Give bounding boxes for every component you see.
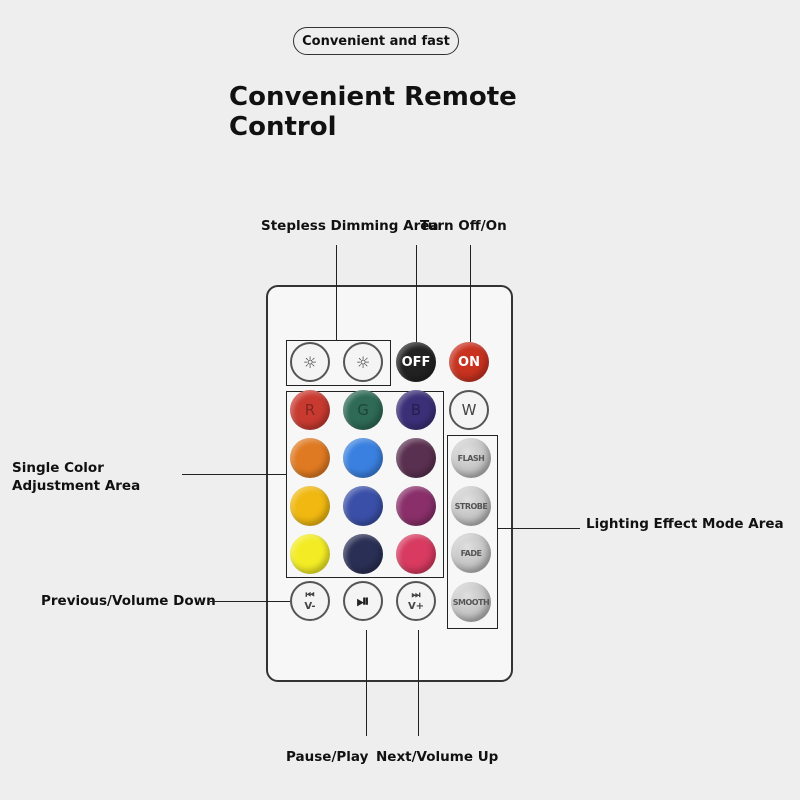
- color-button[interactable]: [396, 486, 436, 526]
- effect-button-fade[interactable]: FADE: [451, 533, 491, 573]
- color-button[interactable]: [343, 534, 383, 574]
- color-button[interactable]: [343, 486, 383, 526]
- color-button[interactable]: [396, 438, 436, 478]
- dimming-area-box: [286, 340, 391, 386]
- play-pause-icon: ⏯: [356, 591, 370, 610]
- leader-line: [497, 528, 580, 529]
- callout-next: Next/Volume Up: [376, 749, 499, 765]
- sun-dim-icon: ☼: [302, 352, 318, 372]
- color-button[interactable]: [290, 486, 330, 526]
- sun-bright-icon: ☼: [355, 352, 371, 372]
- off-button[interactable]: OFF: [396, 342, 436, 382]
- page-title: Convenient Remote Control: [229, 82, 517, 142]
- on-button[interactable]: ON: [449, 342, 489, 382]
- volume-up-label: V+: [407, 601, 425, 612]
- previous-icon: ⏮: [305, 590, 315, 601]
- leader-line: [416, 245, 417, 345]
- white-button[interactable]: W: [449, 390, 489, 430]
- effect-area-box: [447, 435, 498, 629]
- effect-button-flash[interactable]: FLASH: [451, 438, 491, 478]
- leader-line: [182, 474, 286, 475]
- color-button[interactable]: [290, 438, 330, 478]
- color-button[interactable]: [396, 534, 436, 574]
- next-button[interactable]: ⏭ V+: [396, 581, 436, 621]
- next-icon: ⏭: [411, 590, 421, 601]
- callout-lighting-effect: Lighting Effect Mode Area: [586, 516, 784, 532]
- callout-single-color: Single Color Adjustment Area: [12, 460, 141, 494]
- leader-line: [418, 630, 419, 736]
- leader-line: [336, 245, 337, 340]
- color-button[interactable]: G: [343, 390, 383, 430]
- play-pause-button[interactable]: ⏯: [343, 581, 383, 621]
- callout-dimming: Stepless Dimming Area: [261, 218, 439, 234]
- color-button[interactable]: R: [290, 390, 330, 430]
- callout-onoff: Turn Off/On: [420, 218, 507, 234]
- leader-line: [210, 601, 290, 602]
- color-button[interactable]: [343, 438, 383, 478]
- color-button[interactable]: [290, 534, 330, 574]
- effect-button-smooth[interactable]: SMOOTH: [451, 582, 491, 622]
- effect-button-strobe[interactable]: STROBE: [451, 486, 491, 526]
- volume-down-label: V-: [304, 601, 316, 612]
- previous-button[interactable]: ⏮ V-: [290, 581, 330, 621]
- feature-badge: Convenient and fast: [293, 27, 459, 55]
- brightness-down-button[interactable]: ☼: [290, 342, 330, 382]
- color-button[interactable]: B: [396, 390, 436, 430]
- leader-line: [366, 630, 367, 736]
- brightness-up-button[interactable]: ☼: [343, 342, 383, 382]
- callout-previous: Previous/Volume Down: [41, 593, 216, 609]
- leader-line: [470, 245, 471, 342]
- callout-pause: Pause/Play: [286, 749, 369, 765]
